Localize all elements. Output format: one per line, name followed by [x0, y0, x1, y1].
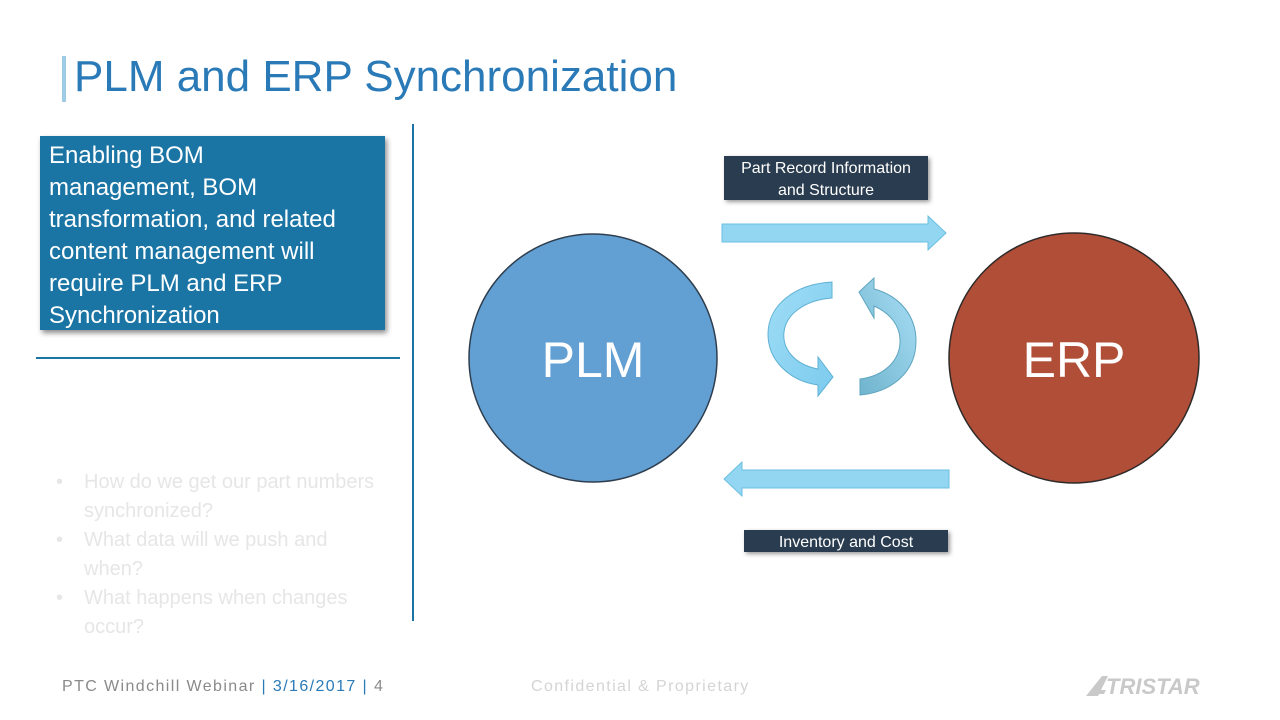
footer-separator: |: [362, 678, 369, 695]
inventory-label-box: [744, 530, 948, 552]
sync-arrow-right: [858, 276, 917, 396]
left-arrow: [723, 460, 950, 498]
erp-circle: [948, 232, 1200, 484]
footer: PTC Windchill Webinar | 3/16/2017 | 4: [62, 678, 384, 696]
question-item: How do we get our part numbers synchroni…: [56, 468, 386, 525]
question-item: What happens when changes occur?: [56, 584, 386, 641]
logo-triangle-icon: [1086, 676, 1108, 696]
callout-line: Synchronization: [49, 302, 220, 329]
tristar-logo: TRISTAR: [1086, 674, 1200, 699]
inventory-label: Inventory and Cost: [779, 534, 914, 551]
slide-title: PLM and ERP Synchronization: [74, 52, 678, 101]
logo-text: TRISTAR: [1106, 674, 1200, 699]
plm-circle: [468, 233, 718, 483]
erp-label: ERP: [1023, 332, 1126, 388]
footer-event: PTC Windchill Webinar: [62, 678, 256, 695]
part-record-label-box: [724, 156, 928, 200]
footer-separator: |: [261, 678, 268, 695]
page-number: 4: [373, 678, 385, 695]
callout-box: Enabling BOM management, BOM transformat…: [40, 136, 385, 330]
part-record-label-line2: and Structure: [778, 182, 874, 199]
sync-arrow-left: [767, 281, 834, 398]
footer-date: 3/16/2017: [272, 678, 357, 695]
right-arrow: [721, 214, 947, 252]
plm-label: PLM: [542, 332, 645, 388]
vertical-divider: [412, 124, 414, 621]
callout-line: management, BOM: [49, 174, 258, 201]
callout-line: Enabling BOM: [49, 142, 204, 169]
question-item: What data will we push and when?: [56, 526, 386, 583]
confidential-notice: Confidential & Proprietary: [531, 678, 750, 695]
callout-line: content management will: [49, 238, 315, 265]
title-accent-bar: [62, 56, 66, 102]
question-list: How do we get our part numbers synchroni…: [56, 468, 386, 642]
horizontal-divider: [36, 357, 400, 359]
logo-triangle-accent-icon: [1092, 690, 1106, 694]
callout-line: require PLM and ERP: [49, 270, 283, 297]
part-record-label-line1: Part Record Information: [741, 160, 911, 177]
callout-line: transformation, and related: [49, 206, 336, 233]
